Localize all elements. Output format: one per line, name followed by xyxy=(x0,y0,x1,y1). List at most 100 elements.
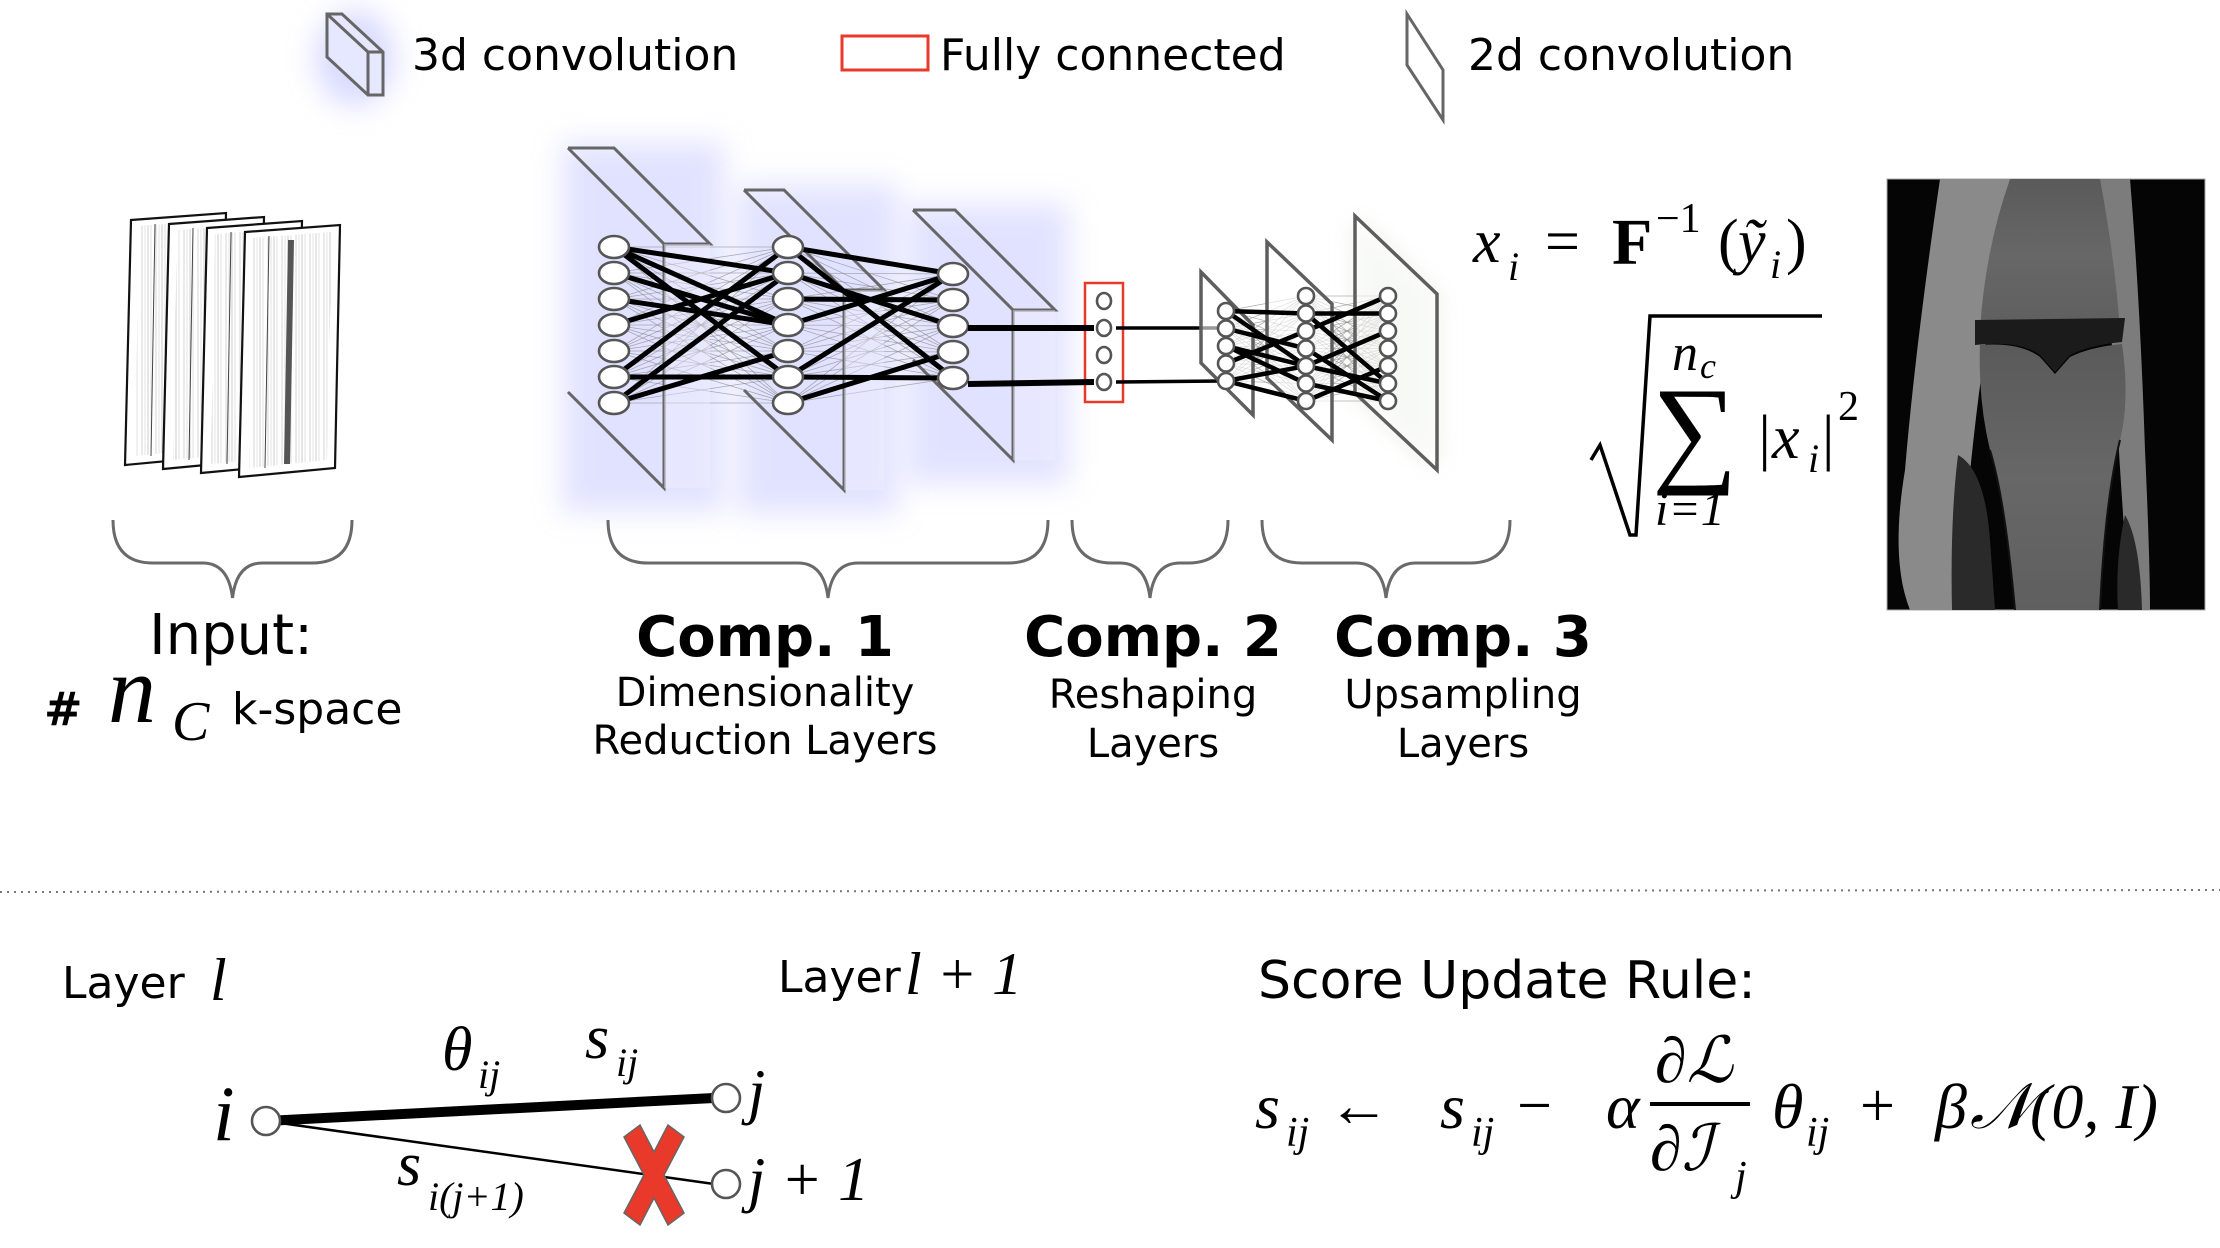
neuron-node xyxy=(1378,391,1398,411)
formula-y-tilde: ỹ xyxy=(1732,208,1767,276)
thin-connection xyxy=(787,325,954,404)
neuron-node xyxy=(1296,356,1316,376)
neuron-node xyxy=(1216,301,1236,321)
thin-connection xyxy=(787,273,954,404)
neuron-node xyxy=(1296,321,1316,341)
formula-equals: = xyxy=(1545,208,1580,276)
rule-normal-args: (0, I) xyxy=(2030,1071,2158,1142)
brace-input xyxy=(111,519,354,599)
comp2-subtitle-line1: Reshaping xyxy=(1049,672,1258,718)
node-j-label: j xyxy=(741,1058,765,1126)
node-i xyxy=(250,1105,282,1137)
strong-connection xyxy=(613,348,789,406)
legend-item-3d-convolution: 3d convolution xyxy=(315,10,738,106)
node-i-label: i xyxy=(213,1070,235,1157)
neuron-node xyxy=(1378,339,1398,358)
input-nc-sub: C xyxy=(172,691,210,753)
conv2d-layer-plane xyxy=(1265,237,1334,445)
knee-mri-image xyxy=(1886,178,2206,611)
neuron-node xyxy=(771,234,805,260)
strong-connection xyxy=(1225,363,1307,384)
comp3-subtitle-line2: Layers xyxy=(1397,721,1529,767)
thin-connection xyxy=(787,272,954,275)
strong-connection xyxy=(1305,293,1389,334)
kspace-input-stack xyxy=(123,211,342,479)
kspace-slice-line xyxy=(264,235,270,469)
2d-plane-icon xyxy=(1405,8,1445,126)
conv3d-top-face xyxy=(744,188,888,292)
node-j1-label: j + 1 xyxy=(741,1146,869,1214)
layer-l1-label: Layer xyxy=(778,952,902,1003)
strong-connection xyxy=(1305,381,1389,404)
rule-lhs-sub: ij xyxy=(1286,1110,1309,1156)
input-title: Input: xyxy=(149,603,313,668)
strong-connection xyxy=(786,245,955,380)
strong-connection xyxy=(1305,328,1389,369)
strong-connection xyxy=(787,271,954,328)
term-sup: 2 xyxy=(1838,384,1859,430)
edge-pruning-diagram: Layer l Layer l + 1 i j j + 1 θ ij s ij … xyxy=(62,941,1022,1227)
neuron-node xyxy=(936,365,970,391)
3d-box-icon xyxy=(315,10,395,106)
neuron-node xyxy=(1378,286,1398,306)
brace-comp1 xyxy=(606,519,1050,599)
theta-ij-symbol: θ xyxy=(442,1016,472,1084)
fc-neuron-node xyxy=(1095,318,1113,338)
neuron-node xyxy=(597,364,631,390)
comp1-label: Comp. 1 Dimensionality Reduction Layers xyxy=(592,605,937,764)
comp1-subtitle-line2: Reduction Layers xyxy=(592,718,937,764)
fc-neuron-node xyxy=(1095,291,1113,311)
formula-F: F xyxy=(1612,206,1652,279)
conv3d-glow xyxy=(907,204,1069,484)
rule-alpha: α xyxy=(1606,1071,1641,1142)
neuron-node xyxy=(1378,321,1398,341)
neuron-node xyxy=(936,339,970,365)
rule-frac-den: ∂ℐ xyxy=(1650,1113,1722,1184)
score-update-rule: Score Update Rule: s ij ← s ij − α ∂ℒ ∂ℐ… xyxy=(1255,951,2158,1200)
formula-x-sub: i xyxy=(1508,244,1519,289)
term-sub: i xyxy=(1808,436,1819,481)
kspace-slice-line xyxy=(188,227,194,461)
comp2-title: Comp. 2 xyxy=(1024,605,1282,670)
fc-neuron-node xyxy=(1095,372,1113,392)
input-hash: # xyxy=(44,682,83,736)
strong-connection xyxy=(613,270,789,328)
input-label: Input: # n C k-space xyxy=(44,603,402,753)
strong-connection xyxy=(612,244,790,328)
node-j xyxy=(710,1082,742,1114)
neuron-node xyxy=(1378,304,1398,323)
strong-connection xyxy=(786,271,955,380)
comp2-subtitle-line2: Layers xyxy=(1087,721,1219,767)
strong-connection xyxy=(612,244,790,380)
formula-y-sub: i xyxy=(1770,242,1781,287)
thin-connection xyxy=(787,273,954,300)
strong-connection xyxy=(1225,343,1307,369)
s-ij1-symbol: s xyxy=(397,1131,421,1199)
rule-beta: β xyxy=(1933,1071,1967,1142)
comp3-2d-conv-network xyxy=(1199,211,1439,475)
kept-edge-ij xyxy=(265,1093,715,1126)
conv3d-glow xyxy=(738,184,898,514)
component-braces xyxy=(111,519,1512,599)
fc-output-connection xyxy=(1115,379,1223,384)
rule-plus: + xyxy=(1860,1072,1895,1140)
neuron-node xyxy=(1296,339,1316,358)
ifft-formula: x i = F −1 ( ỹ i ) xyxy=(1472,196,1807,289)
strong-connection xyxy=(1305,363,1389,386)
neuron-node xyxy=(1296,391,1316,411)
formula-F-sup: −1 xyxy=(1656,196,1701,242)
strong-connection xyxy=(787,244,954,277)
neuron-node xyxy=(597,338,631,364)
conv3d-top-face xyxy=(568,146,714,246)
strong-connection xyxy=(612,270,790,406)
kspace-slice xyxy=(237,223,342,479)
neuron-node xyxy=(771,260,805,286)
neuron-node xyxy=(1378,356,1398,376)
neuron-node xyxy=(936,287,970,313)
rule-frac-num: ∂ℒ xyxy=(1655,1025,1735,1096)
pruned-edge-ij1 xyxy=(265,1119,715,1186)
neuron-node xyxy=(771,390,805,416)
layer-l-math: l xyxy=(210,947,227,1013)
strong-connection xyxy=(1225,326,1307,351)
legend-item-fully-connected: Fully connected xyxy=(840,30,1286,81)
